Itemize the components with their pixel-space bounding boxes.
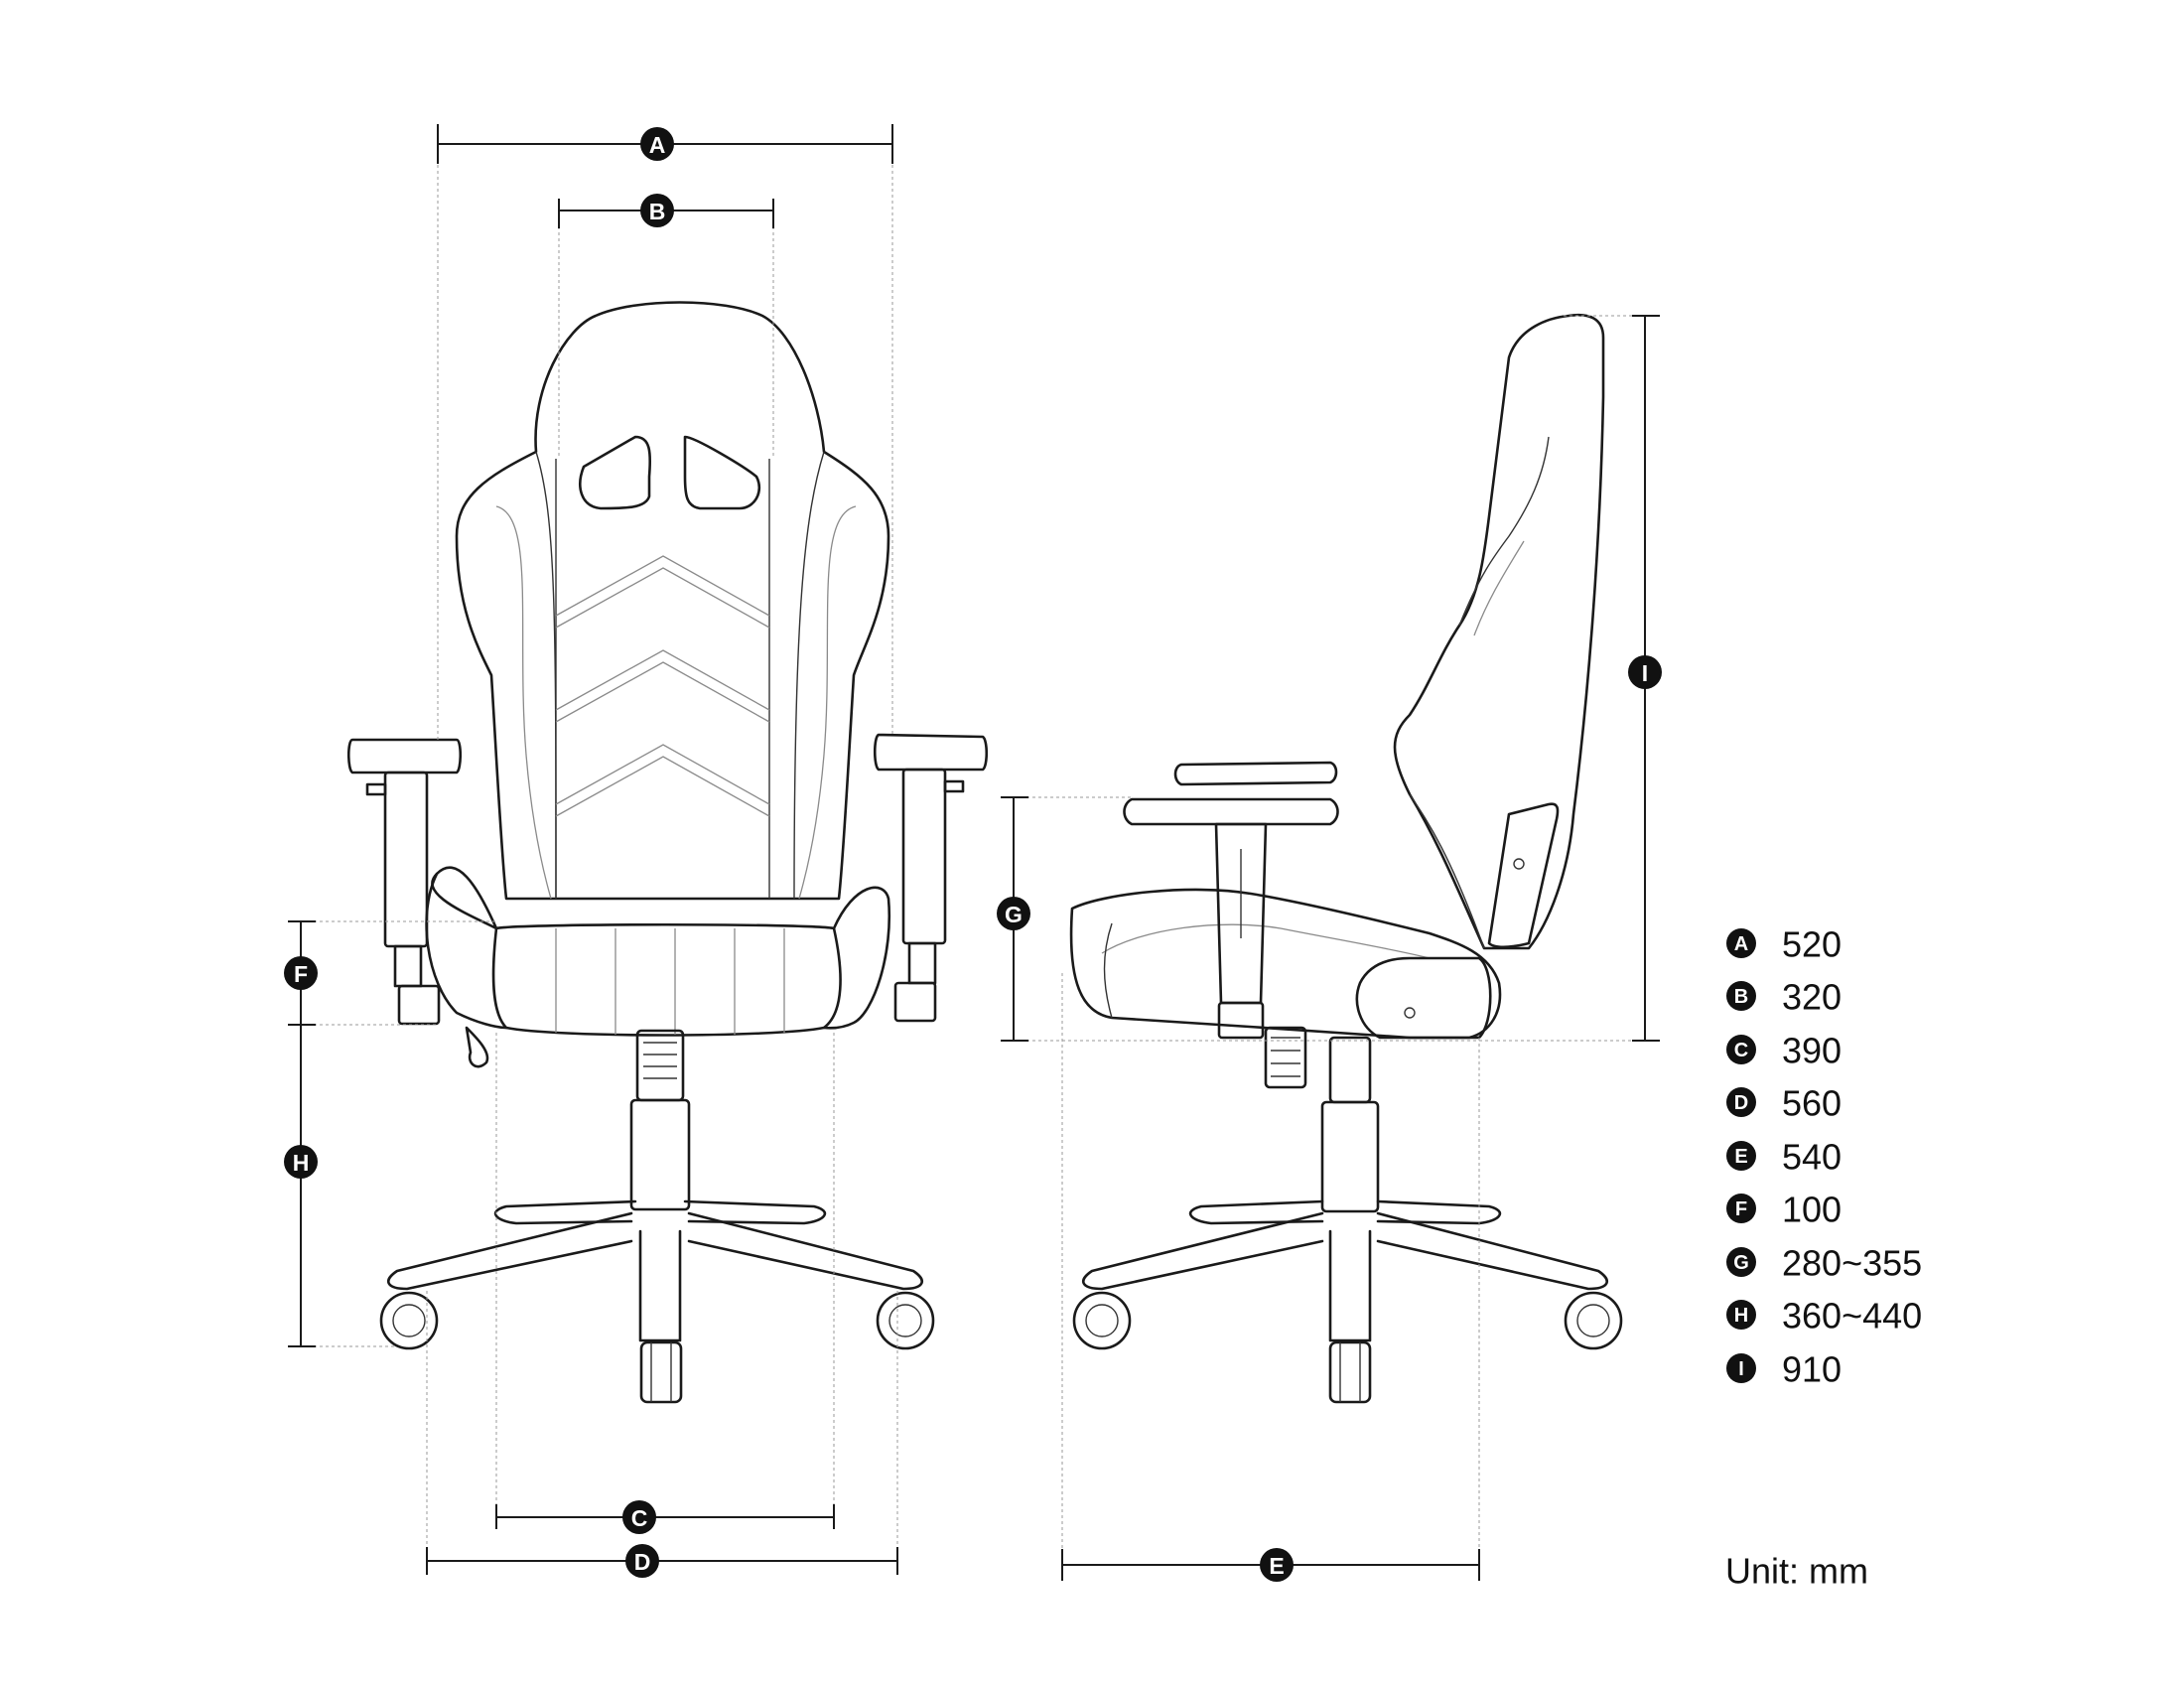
unit-label: Unit: mm [1725, 1551, 1868, 1592]
svg-text:G: G [1733, 1252, 1749, 1274]
svg-text:520: 520 [1782, 924, 1842, 965]
badge-E: E [1260, 1548, 1294, 1582]
badge-I: I [1628, 655, 1662, 689]
svg-text:H: H [293, 1150, 310, 1176]
svg-text:D: D [1734, 1092, 1748, 1114]
svg-text:E: E [1269, 1553, 1284, 1579]
svg-text:560: 560 [1782, 1083, 1842, 1124]
svg-text:H: H [1734, 1305, 1748, 1327]
svg-text:C: C [1734, 1040, 1748, 1061]
svg-text:910: 910 [1782, 1349, 1842, 1390]
legend-item-A: A 520 [1726, 924, 1842, 965]
legend-item-G: G 280~355 [1726, 1243, 1922, 1284]
svg-text:D: D [634, 1549, 651, 1575]
svg-text:F: F [1735, 1198, 1747, 1220]
svg-text:G: G [1005, 902, 1023, 927]
legend-item-I: I 910 [1726, 1349, 1842, 1390]
badge-D: D [625, 1544, 659, 1578]
legend-item-H: H 360~440 [1726, 1296, 1922, 1336]
svg-text:A: A [1734, 933, 1748, 955]
badge-A: A [640, 127, 674, 161]
svg-text:A: A [649, 132, 666, 158]
svg-text:360~440: 360~440 [1782, 1296, 1922, 1336]
badge-G: G [997, 897, 1030, 930]
badge-B: B [640, 194, 674, 227]
svg-text:280~355: 280~355 [1782, 1243, 1922, 1284]
side-view-chair [1069, 313, 1623, 1404]
dimension-badges: A B C D E F G H I [284, 127, 1662, 1582]
svg-text:100: 100 [1782, 1190, 1842, 1230]
legend-item-B: B 320 [1726, 977, 1842, 1018]
legend-item-E: E 540 [1726, 1137, 1842, 1178]
svg-text:C: C [631, 1505, 648, 1531]
badge-F: F [284, 956, 318, 990]
svg-text:I: I [1738, 1358, 1744, 1380]
svg-text:B: B [649, 199, 666, 224]
dimension-lines [288, 124, 1660, 1581]
svg-text:I: I [1642, 660, 1648, 686]
badge-C: C [622, 1500, 656, 1534]
legend-item-F: F 100 [1726, 1190, 1842, 1230]
svg-text:390: 390 [1782, 1031, 1842, 1071]
svg-text:320: 320 [1782, 977, 1842, 1018]
svg-text:540: 540 [1782, 1137, 1842, 1178]
svg-text:E: E [1734, 1146, 1747, 1168]
badge-H: H [284, 1145, 318, 1179]
legend-item-C: C 390 [1726, 1031, 1842, 1071]
front-view-chair [346, 301, 989, 1404]
svg-text:F: F [294, 961, 308, 987]
dimension-legend: A 520 B 320 C 390 D 560 E 540 F 100 G 28… [1726, 924, 1922, 1390]
legend-item-D: D 560 [1726, 1083, 1842, 1124]
svg-text:B: B [1734, 986, 1748, 1008]
